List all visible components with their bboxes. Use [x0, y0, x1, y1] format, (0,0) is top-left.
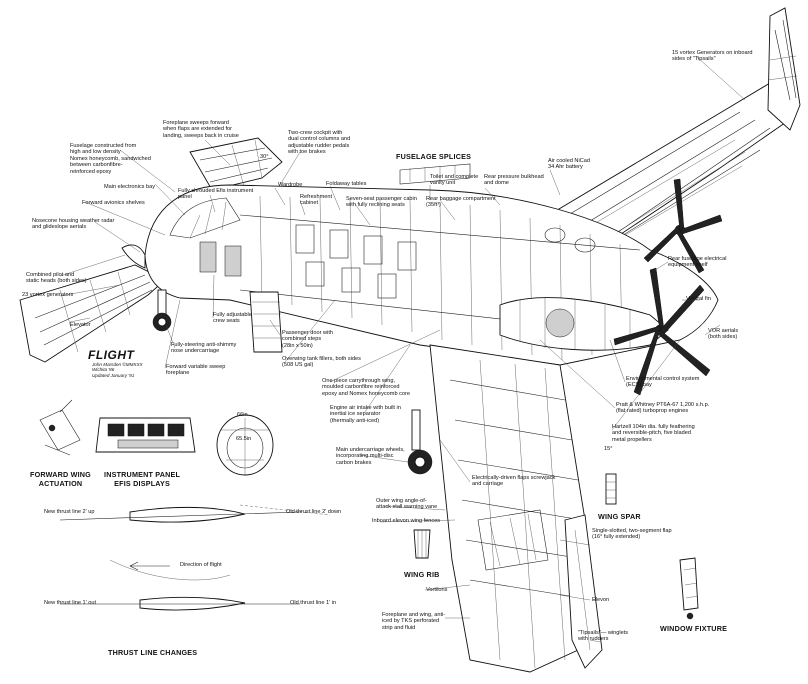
label-stall-warning: Outer wing angle-of- attack stall warnin…	[376, 498, 438, 511]
label-main-undercarriage: Main undercarriage wheels, incorporating…	[336, 447, 405, 466]
label-vortex-generators-23: 23 vortex generators	[22, 292, 74, 298]
foreplane	[189, 137, 283, 191]
label-passenger-door: Passenger door with combined steps (28in…	[282, 330, 333, 349]
label-direction-of-flight: Direction of flight	[180, 562, 222, 568]
label-rear-baggage: Rear baggage compartment (35ft³)	[426, 196, 496, 209]
title-instrument-panel: INSTRUMENT PANEL EFIS DISPLAYS	[104, 470, 181, 488]
title-forward-wing-actuation: FORWARD WING ACTUATION	[30, 470, 91, 488]
label-ventral-fin: Ventral fin	[686, 296, 711, 302]
flight-logo: FLIGHT	[88, 348, 135, 362]
leader-lines	[59, 56, 746, 643]
title-fuselage-splices: FUSELAGE SPLICES	[396, 152, 472, 161]
label-rear-electrical-shelf: Rear fuselage electrical equipment shelf	[668, 256, 727, 269]
label-two-crew-cockpit: Two-crew cockpit with dual control colum…	[288, 130, 351, 156]
label-elevon: Elevon	[592, 597, 610, 603]
label-tipsails: "Tipsails"— winglets with rudders	[578, 630, 629, 643]
fuselage-splices-detail	[399, 163, 471, 185]
label-toilet: Toilet and complete vanity unit	[430, 174, 479, 187]
label-vortex-generators-15: 15 vortex Generators on inboard sides of…	[672, 50, 753, 63]
label-vor-aerials: VOR aerials (both sides)	[708, 328, 739, 341]
label-nosecone: Nosecone housing weather radar and glide…	[32, 218, 115, 231]
label-new-thrust-up: New thrust line 2' up	[44, 509, 95, 515]
instrument-panel-detail	[95, 417, 196, 453]
label-window-dim-mid: 65.5in	[236, 436, 252, 442]
label-old-thrust-down: Old thrust line 2' down	[286, 509, 342, 515]
wing-rib-detail	[413, 529, 431, 559]
label-foreplane-anti-iced: Foreplane and wing, anti- iced by TKS pe…	[382, 612, 446, 631]
label-hartzell: Hartzell 104in dia. fully feathering and…	[612, 424, 695, 443]
landing-gear	[152, 289, 433, 475]
label-inboard-fences: Inboard elevon wing fences	[372, 518, 441, 524]
label-vortilons: Vortilons	[426, 587, 448, 593]
label-flaps-screwjack: Electrically-driven flaps screwjack and …	[472, 475, 556, 488]
label-combined-pitot: Combined pilot and static heads (both si…	[26, 272, 87, 285]
label-fuselage-constructed: Fuselage constructed from high and low d…	[70, 143, 151, 175]
title-window-fixture: WINDOW FIXTURE	[660, 624, 728, 633]
port-wing	[429, 344, 603, 673]
label-engine-air-intake: Engine air intake with built in inertial…	[330, 405, 401, 424]
title-wing-rib: WING RIB	[404, 570, 440, 579]
label-air-cooled-battery: Air cooled NiCad 34 Ahr battery	[548, 158, 590, 171]
label-old-thrust-in: Old thrust line 1' in	[290, 600, 337, 606]
wing-spar-detail	[605, 473, 617, 505]
label-single-slotted: Single-slotted, two-segment flap (16° fu…	[592, 528, 672, 541]
label-crew-seats: Fully adjustable crew seats	[213, 312, 252, 325]
label-ecs: Environmental control system (ECS) bay	[626, 376, 700, 389]
title-thrust-line-changes: THRUST LINE CHANGES	[108, 648, 198, 657]
label-wardrobe: Wardrobe	[278, 182, 303, 188]
label-foldaway-tables: Foldaway tables	[326, 181, 367, 187]
label-angle-30: 30°	[260, 154, 269, 160]
label-efis-panel: Fully shrouded Efis instrument panel	[178, 188, 254, 201]
label-forward-avionics: Forward avionics shelves	[82, 200, 145, 206]
label-window-dim-top: 66in	[237, 412, 248, 418]
label-elevator: Elevator	[70, 322, 91, 328]
artist-credit: John Marsden ©MMXXX Wichita '86 Updated …	[92, 362, 143, 378]
label-seven-seat: Seven-seat passenger cabin with fully re…	[346, 196, 417, 209]
label-overwing-tank: Overwing tank fillers, both sides (508 U…	[282, 356, 361, 369]
label-main-electronics-bay: Main electronics bay	[104, 184, 155, 190]
title-wing-spar: WING SPAR	[598, 512, 641, 521]
label-angle-15: 15°	[604, 446, 613, 452]
fuselage-cross-section	[216, 414, 274, 476]
label-anti-shimmy: Fully-steering anti-shimmy nose undercar…	[171, 342, 237, 355]
engine-and-propeller	[499, 178, 723, 396]
label-rear-pressure-bulkhead: Rear pressure bulkhead and dome	[484, 174, 544, 187]
label-foreplane-sweeps: Foreplane sweeps forward when flaps are …	[163, 120, 239, 139]
window-fixture-detail	[679, 557, 699, 620]
label-carrythrough-wing: One piece carrythrough wing, moulded car…	[322, 378, 410, 397]
label-refreshment-cabinet: Refreshment cabinet	[300, 194, 333, 207]
label-pratt-whitney: Pratt & Whitney PT6A-67 1,200 s.h.p. (fl…	[616, 402, 710, 415]
thrust-line-diagram	[59, 504, 331, 611]
label-new-thrust-out: New thrust line 1' out	[44, 600, 97, 606]
forward-wing-lower	[19, 264, 166, 363]
label-forward-sweep: Forward variable sweep foreplane	[166, 364, 226, 377]
forward-wing-actuation-detail	[39, 399, 81, 456]
